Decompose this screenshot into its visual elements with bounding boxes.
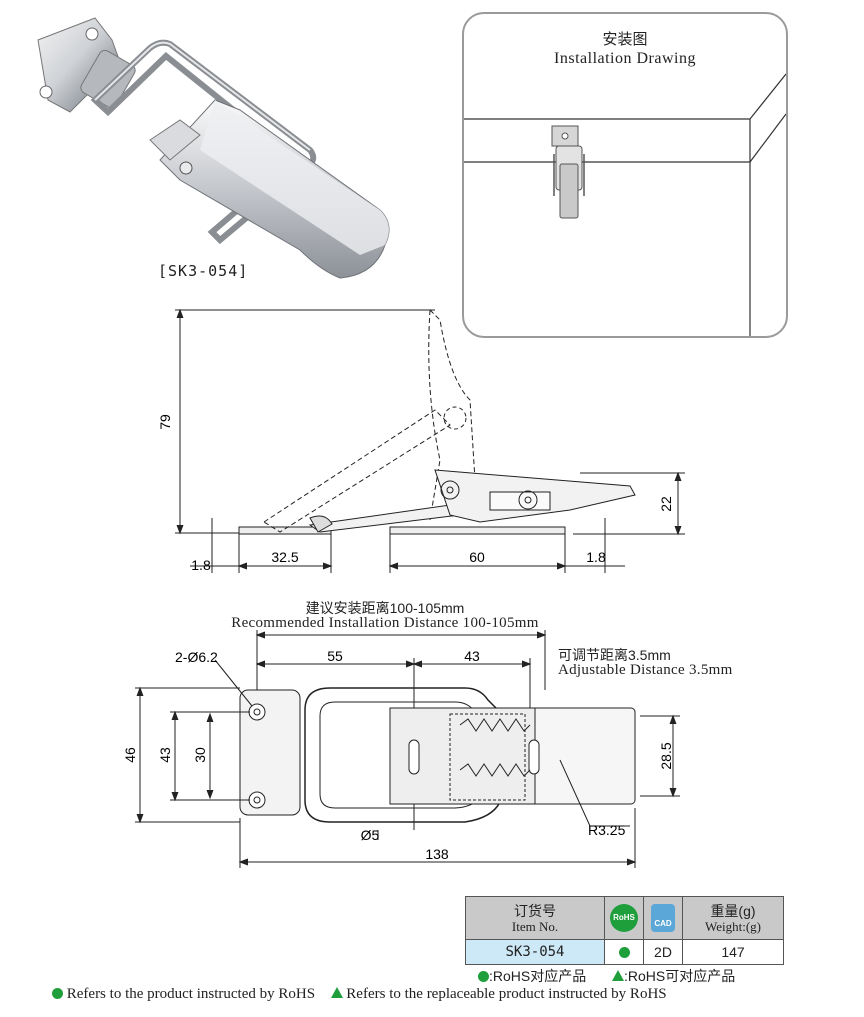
item-no-cell: SK3-054 — [465, 939, 605, 965]
dim-60: 60 — [469, 549, 485, 565]
product-code-label: [SK3-054] — [158, 262, 249, 280]
cad-cell: 2D — [643, 939, 683, 965]
table-row: SK3-054 2D 147 — [465, 939, 784, 965]
dim-28-5: 28.5 — [658, 742, 674, 769]
dim-43-side: 43 — [157, 747, 173, 763]
hole-callout: 2-Ø6.2 — [175, 649, 218, 665]
rohs-dot-icon — [52, 988, 63, 999]
installation-title-en: Installation Drawing — [554, 50, 696, 67]
rohs-header: RoHS — [604, 896, 644, 940]
dim-1-8-left: 1.8 — [191, 557, 211, 573]
spec-table: 订货号 Item No. RoHS CAD 重量(g) Weight:(g) S… — [465, 896, 784, 965]
rohs-dot-icon — [618, 947, 630, 958]
dim-79: 79 — [157, 414, 173, 430]
weight-header: 重量(g) Weight:(g) — [682, 896, 784, 940]
dim-46: 46 — [122, 747, 138, 763]
item-header: 订货号 Item No. — [465, 896, 605, 940]
installation-title-zh: 安装图 — [602, 31, 648, 48]
installation-drawing-panel: 安装图 Installation Drawing — [462, 12, 788, 338]
dim-55: 55 — [327, 648, 343, 664]
dim-1-8-right: 1.8 — [586, 549, 606, 565]
spec-table-header: 订货号 Item No. RoHS CAD 重量(g) Weight:(g) — [465, 896, 784, 940]
installation-sketch — [464, 73, 786, 336]
product-photo — [37, 17, 390, 279]
side-view-drawing: 79 22 1.8 32.5 60 1.8 — [157, 308, 685, 573]
dim-22: 22 — [658, 496, 674, 512]
cad-header: CAD — [643, 896, 683, 940]
recommended-distance-en: Recommended Installation Distance 100-10… — [231, 615, 539, 631]
dim-138: 138 — [425, 846, 449, 862]
legend-en: Refers to the product instructed by RoHS… — [52, 986, 667, 1003]
adjustable-distance-zh: 可调节距离3.5mm — [558, 647, 671, 663]
dim-43-top: 43 — [464, 648, 480, 664]
dim-phi5: Ø5 — [361, 827, 380, 843]
rohs-dot-icon — [478, 971, 489, 982]
rohs-cell — [604, 939, 644, 965]
weight-cell: 147 — [682, 939, 784, 965]
rohs-triangle-icon — [330, 987, 343, 998]
legend-zh: :RoHS对应产品 :RoHS可对应产品 — [478, 966, 735, 986]
top-view-drawing: 2-Ø6.2 55 43 46 43 30 28.5 Ø5 R3.25 138 — [122, 630, 680, 868]
recommended-distance-zh: 建议安装距离100-105mm — [305, 600, 465, 616]
rohs-icon: RoHS — [610, 904, 638, 932]
rohs-triangle-icon — [612, 970, 625, 981]
dim-32-5: 32.5 — [271, 549, 298, 565]
dim-30: 30 — [192, 747, 208, 763]
dim-r3-25: R3.25 — [588, 822, 626, 838]
cad-icon: CAD — [651, 904, 675, 932]
adjustable-distance-en: Adjustable Distance 3.5mm — [558, 662, 733, 678]
